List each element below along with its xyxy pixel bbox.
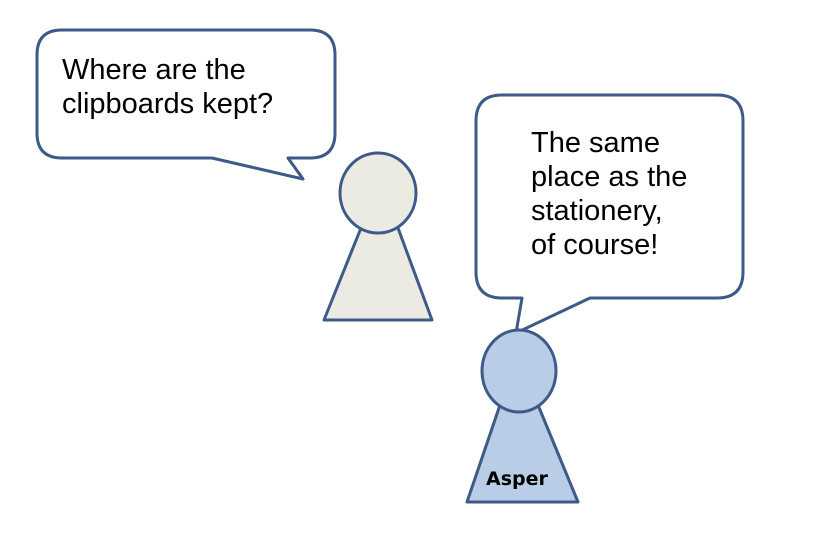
speech-right-line: of course! (531, 229, 659, 261)
speech-left-line: clipboards kept? (62, 88, 274, 120)
speech-right-line: place as the (531, 161, 688, 193)
person-figure-right (465, 328, 580, 504)
person-figure-left (322, 151, 434, 322)
person-left-body (322, 226, 434, 322)
person-right-name-label: Asper (486, 468, 548, 490)
speech-left-line: Where are the (62, 54, 246, 86)
speech-bubble-right (474, 93, 745, 335)
speech-right-line: The same (531, 127, 660, 159)
person-left-head (338, 151, 418, 235)
person-right-head (480, 328, 558, 414)
speech-bubble-left (35, 28, 337, 181)
speech-right-line: stationery, (531, 195, 663, 227)
speech-left-text: Where are the clipboards kept? (62, 53, 273, 121)
speech-right-text: The same place as the stationery, of cou… (531, 126, 687, 262)
